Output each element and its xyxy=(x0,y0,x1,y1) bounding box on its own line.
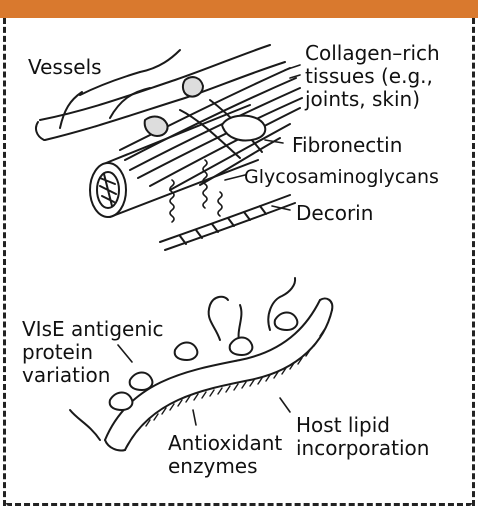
label-antioxidant-enzymes: Antioxidant enzymes xyxy=(168,432,282,478)
label-vessels: Vessels xyxy=(28,56,102,79)
decorin-fibers xyxy=(160,195,295,250)
label-glycosaminoglycans: Glycosaminoglycans xyxy=(244,166,439,189)
label-collagen-rich-tissues: Collagen–rich tissues (e.g., joints, ski… xyxy=(305,42,440,111)
label-decorin: Decorin xyxy=(296,202,373,225)
label-fibronectin: Fibronectin xyxy=(292,134,402,157)
label-vlse-variation: VIsE antigenic protein variation xyxy=(22,318,164,387)
label-host-lipid-incorporation: Host lipid incorporation xyxy=(296,414,429,460)
header-color-block xyxy=(0,0,478,18)
